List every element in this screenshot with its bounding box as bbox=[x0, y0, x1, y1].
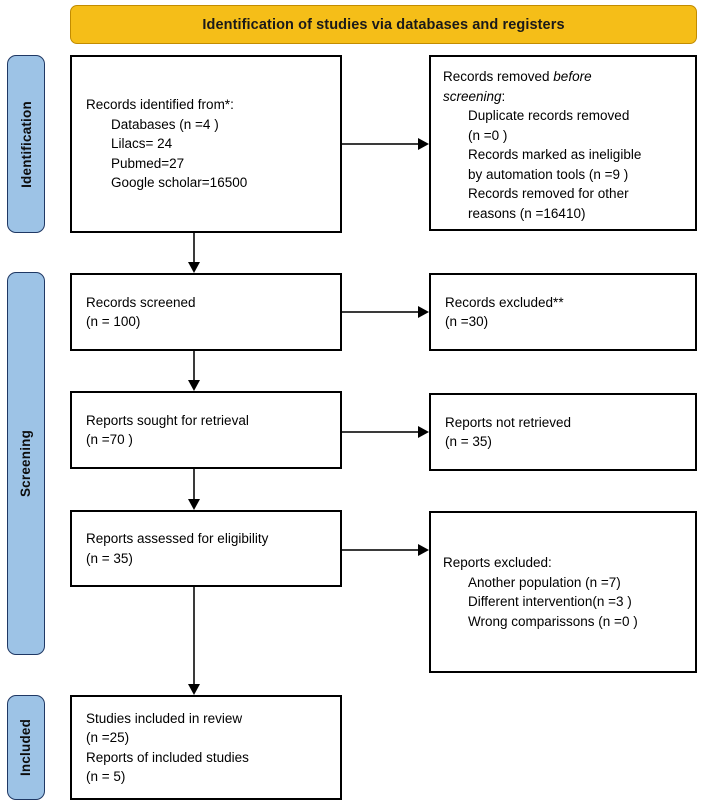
box-line: Records screened bbox=[86, 294, 196, 310]
box-line: (n =25) bbox=[86, 730, 130, 745]
box-records-removed: Records removed before screening: Duplic… bbox=[429, 55, 697, 231]
removed-emphasis-screening: screening bbox=[443, 88, 502, 104]
stage-label-identification: Identification bbox=[18, 100, 34, 188]
arrowhead-assessed-to-excludedreports bbox=[418, 543, 429, 556]
banner-title: Identification of studies via databases … bbox=[202, 16, 565, 33]
stage-label-included: Included bbox=[18, 718, 34, 777]
arrowhead-screened-to-excluded bbox=[418, 305, 429, 318]
box-line: Reports sought for retrieval bbox=[86, 412, 249, 428]
box-line: Records removed for other bbox=[468, 186, 629, 201]
connector-screened-to-sought bbox=[193, 351, 195, 380]
stage-tab-included: Included bbox=[7, 695, 45, 800]
box-line: by automation tools (n =9 ) bbox=[468, 166, 629, 182]
stage-tab-identification: Identification bbox=[7, 55, 45, 233]
arrowhead-sought-to-notretrieved bbox=[418, 425, 429, 438]
header-banner: Identification of studies via databases … bbox=[70, 5, 697, 44]
box-line: Records marked as ineligible bbox=[468, 147, 642, 162]
connector-assessed-to-excludedreports bbox=[342, 549, 418, 551]
box-studies-included: Studies included in review (n =25) Repor… bbox=[70, 695, 342, 800]
box-line: (n = 5) bbox=[86, 769, 126, 784]
box-line: Pubmed=27 bbox=[111, 155, 185, 171]
box-records-excluded: Records excluded** (n =30) bbox=[429, 273, 697, 351]
box-line: (n =0 ) bbox=[468, 127, 508, 143]
box-line: Reports of included studies bbox=[86, 749, 249, 765]
connector-identified-to-screened bbox=[193, 233, 195, 262]
box-records-screened: Records screened (n = 100) bbox=[70, 273, 342, 351]
connector-screened-to-excluded bbox=[342, 311, 418, 313]
box-line: Different intervention(n =3 ) bbox=[468, 594, 632, 609]
box-line: Records excluded** bbox=[445, 294, 564, 310]
box-line: Reports assessed for eligibility bbox=[86, 531, 269, 546]
box-reports-excluded: Reports excluded: Another population (n … bbox=[429, 511, 697, 673]
box-line: Duplicate records removed bbox=[468, 108, 630, 123]
box-line: Records identified from*: bbox=[86, 97, 234, 113]
box-line: Reports not retrieved bbox=[445, 414, 572, 430]
connector-sought-to-notretrieved bbox=[342, 431, 418, 433]
removed-colon: : bbox=[501, 88, 506, 104]
stage-label-screening: Screening bbox=[18, 429, 34, 498]
box-line: (n = 35) bbox=[86, 550, 133, 566]
box-line: Another population (n =7) bbox=[468, 574, 621, 590]
box-reports-sought: Reports sought for retrieval (n =70 ) bbox=[70, 391, 342, 469]
removed-emphasis-before: before bbox=[553, 69, 592, 84]
box-line: reasons (n =16410) bbox=[468, 205, 586, 221]
arrowhead-assessed-to-included bbox=[187, 684, 200, 695]
box-line: Lilacs= 24 bbox=[111, 136, 173, 152]
box-line: Records removed before bbox=[443, 67, 687, 87]
box-reports-not-retrieved: Reports not retrieved (n = 35) bbox=[429, 393, 697, 471]
box-line: Reports excluded: bbox=[443, 555, 552, 570]
removed-prefix: Records removed bbox=[443, 69, 554, 84]
box-line: (n = 35) bbox=[445, 434, 492, 449]
box-line: (n = 100) bbox=[86, 314, 141, 329]
arrowhead-screened-to-sought bbox=[187, 380, 200, 391]
box-reports-assessed: Reports assessed for eligibility (n = 35… bbox=[70, 510, 342, 587]
arrowhead-identified-to-screened bbox=[187, 262, 200, 273]
box-line: (n =70 ) bbox=[86, 432, 133, 447]
stage-tab-screening: Screening bbox=[7, 272, 45, 655]
connector-sought-to-assessed bbox=[193, 469, 195, 499]
connector-assessed-to-included bbox=[193, 587, 195, 684]
box-line: screening: bbox=[443, 87, 687, 107]
box-line: Wrong comparissons (n =0 ) bbox=[468, 613, 638, 629]
box-line: Studies included in review bbox=[86, 710, 243, 726]
connector-identified-to-removed bbox=[342, 143, 418, 145]
arrowhead-sought-to-assessed bbox=[187, 499, 200, 510]
box-line: (n =30) bbox=[445, 314, 489, 329]
box-records-identified: Records identified from*: Databases (n =… bbox=[70, 55, 342, 233]
box-line: Databases (n =4 ) bbox=[111, 116, 219, 132]
box-line: Google scholar=16500 bbox=[111, 175, 248, 191]
arrowhead-identified-to-removed bbox=[418, 137, 429, 150]
